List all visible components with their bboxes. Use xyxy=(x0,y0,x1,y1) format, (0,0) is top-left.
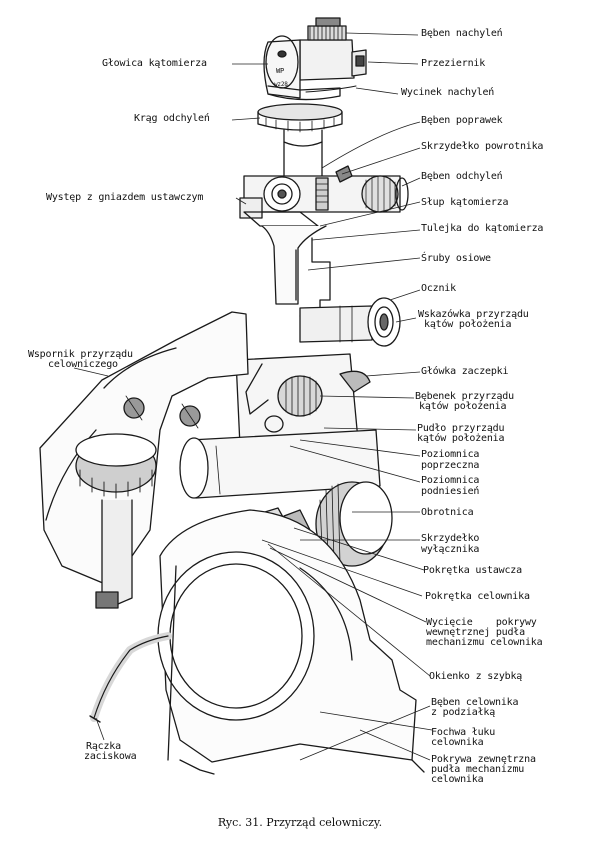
small-knobs xyxy=(123,395,201,429)
label-outer-cover-2: pudła mechanizmu xyxy=(431,764,525,775)
label-elevation-box-1: Pudło przyrządu xyxy=(417,423,505,434)
label-return-wing: Skrzydełko powrotnika xyxy=(421,141,544,152)
label-small-drum-2: kątów położenia xyxy=(419,401,507,412)
label-switch-wing-2: wyłącznika xyxy=(421,544,480,555)
label-cutout-2: wewnętrznej pudła xyxy=(426,627,525,638)
label-arc-sheath-1: Fochwa łuku xyxy=(431,727,496,738)
label-cross-level-2: poprzeczna xyxy=(421,460,480,471)
head-marking-wp: WP xyxy=(276,67,285,75)
head-marking-model: wz28 xyxy=(274,81,288,88)
turntable-knob xyxy=(315,481,393,567)
label-arc-sheath-2: celownika xyxy=(431,737,484,748)
sight-tube xyxy=(179,429,381,499)
label-cutout-1: Wycięcie pokrywy xyxy=(426,617,537,628)
label-deflection-drum: Bęben odchyleń xyxy=(421,171,503,182)
drum-band xyxy=(243,165,409,213)
label-outer-cover-1: Pokrywa zewnętrzna xyxy=(431,754,536,765)
label-glass-window: Okienko z szybką xyxy=(429,671,523,682)
eyepiece xyxy=(299,297,401,347)
label-deflection-ring: Krąg odchyleń xyxy=(134,113,210,124)
label-eyepiece: Ocznik xyxy=(421,283,456,294)
label-pointer-2: kątów położenia xyxy=(424,319,512,330)
label-sight-knob: Pokrętka celownika xyxy=(425,591,530,602)
base xyxy=(179,759,425,775)
figure-caption: Ryc. 31. Przyrząd celowniczy. xyxy=(217,816,383,829)
label-sleeve: Tulejka do kątomierza xyxy=(421,223,544,234)
label-elevation-sector: Wycinek nachyleń xyxy=(401,87,495,98)
label-clamp-handle-1: Rączka xyxy=(86,741,121,752)
label-switch-wing-1: Skrzydełko xyxy=(421,533,480,544)
label-clip-head: Główka zaczepki xyxy=(421,366,509,377)
mechanism-housing xyxy=(157,509,417,763)
label-cutout-3: mechanizmu celownika xyxy=(426,637,543,648)
label-elevation-level-2: podniesień xyxy=(421,486,480,497)
label-small-drum-1: Bębenek przyrządu xyxy=(415,391,514,402)
label-bracket-2: celowniczego xyxy=(48,359,118,370)
label-bracket-1: Wspornik przyrządu xyxy=(28,349,133,360)
label-axial-screws: Śruby osiowe xyxy=(421,253,491,264)
left-handwheel xyxy=(75,433,157,609)
leader-lines xyxy=(73,32,433,761)
elevation-box xyxy=(235,353,371,447)
label-sight-drum-1: Bęben celownika xyxy=(431,697,519,708)
label-peep-sight: Przeziernik xyxy=(421,58,486,69)
label-cross-level-1: Poziomnica xyxy=(421,449,480,460)
label-pointer-1: Wskazówka przyrządu xyxy=(418,309,529,320)
label-elevation-level-1: Poziomnica xyxy=(421,475,480,486)
label-clamp-handle-2: zaciskowa xyxy=(84,751,137,762)
label-seat-protrusion: Występ z gniazdem ustawczym xyxy=(46,192,204,203)
clamp-handle xyxy=(89,632,172,723)
deflection-ring xyxy=(257,103,343,177)
label-correction-drum: Bęben poprawek xyxy=(421,115,503,126)
label-sight-drum-2: z podziałką xyxy=(431,707,496,718)
label-goniometer-head: Głowica kątomierza xyxy=(102,58,207,69)
label-setting-knob: Pokrętka ustawcza xyxy=(423,565,522,576)
goniometer-head xyxy=(263,17,367,101)
label-turntable: Obrotnica xyxy=(421,507,474,518)
label-elevation-box-2: kątów położenia xyxy=(417,433,505,444)
label-goniometer-column: Słup kątomierza xyxy=(421,197,509,208)
label-outer-cover-3: celownika xyxy=(431,774,484,785)
label-elevation-drum: Bęben nachyleń xyxy=(421,28,503,39)
